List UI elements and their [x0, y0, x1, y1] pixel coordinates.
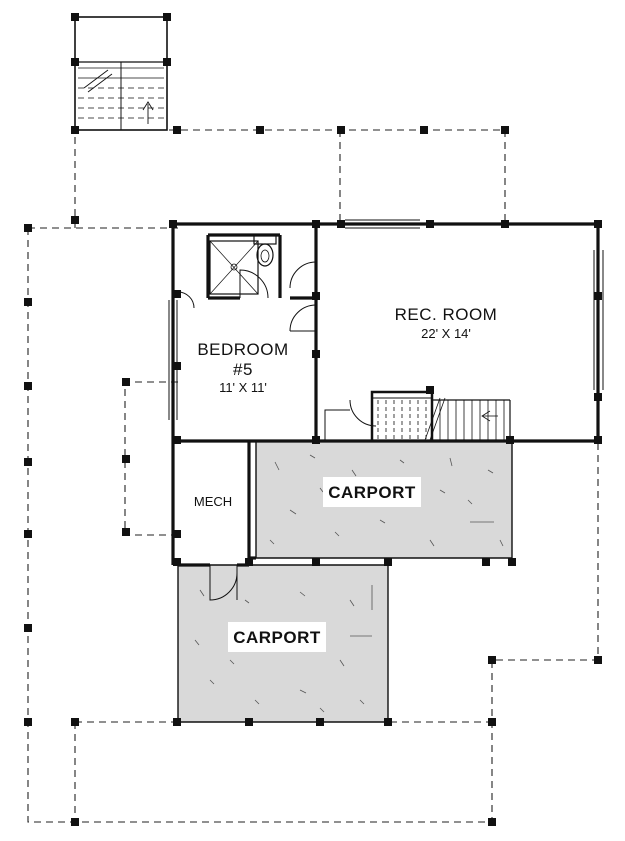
bedroom-name: BEDROOM [197, 340, 288, 359]
carport-lower-label: CARPORT [233, 628, 321, 647]
porch-outline [27, 129, 599, 823]
carport-upper-label: CARPORT [328, 483, 416, 502]
mech-label: MECH [194, 494, 232, 509]
bedroom-dims: 11' X 11' [219, 380, 267, 395]
room-labels: REC. ROOM 22' X 14' BEDROOM #5 11' X 11'… [194, 305, 498, 652]
windows [168, 219, 604, 420]
interior-stair [370, 390, 511, 441]
bathroom-fixtures [209, 234, 277, 295]
exterior-stair [74, 16, 168, 131]
bedroom-number: #5 [233, 360, 253, 379]
rec-room-name: REC. ROOM [395, 305, 498, 324]
rec-room-dims: 22' X 14' [421, 326, 471, 341]
posts [24, 13, 602, 826]
shower [209, 240, 259, 295]
toilet-bowl [256, 243, 274, 267]
